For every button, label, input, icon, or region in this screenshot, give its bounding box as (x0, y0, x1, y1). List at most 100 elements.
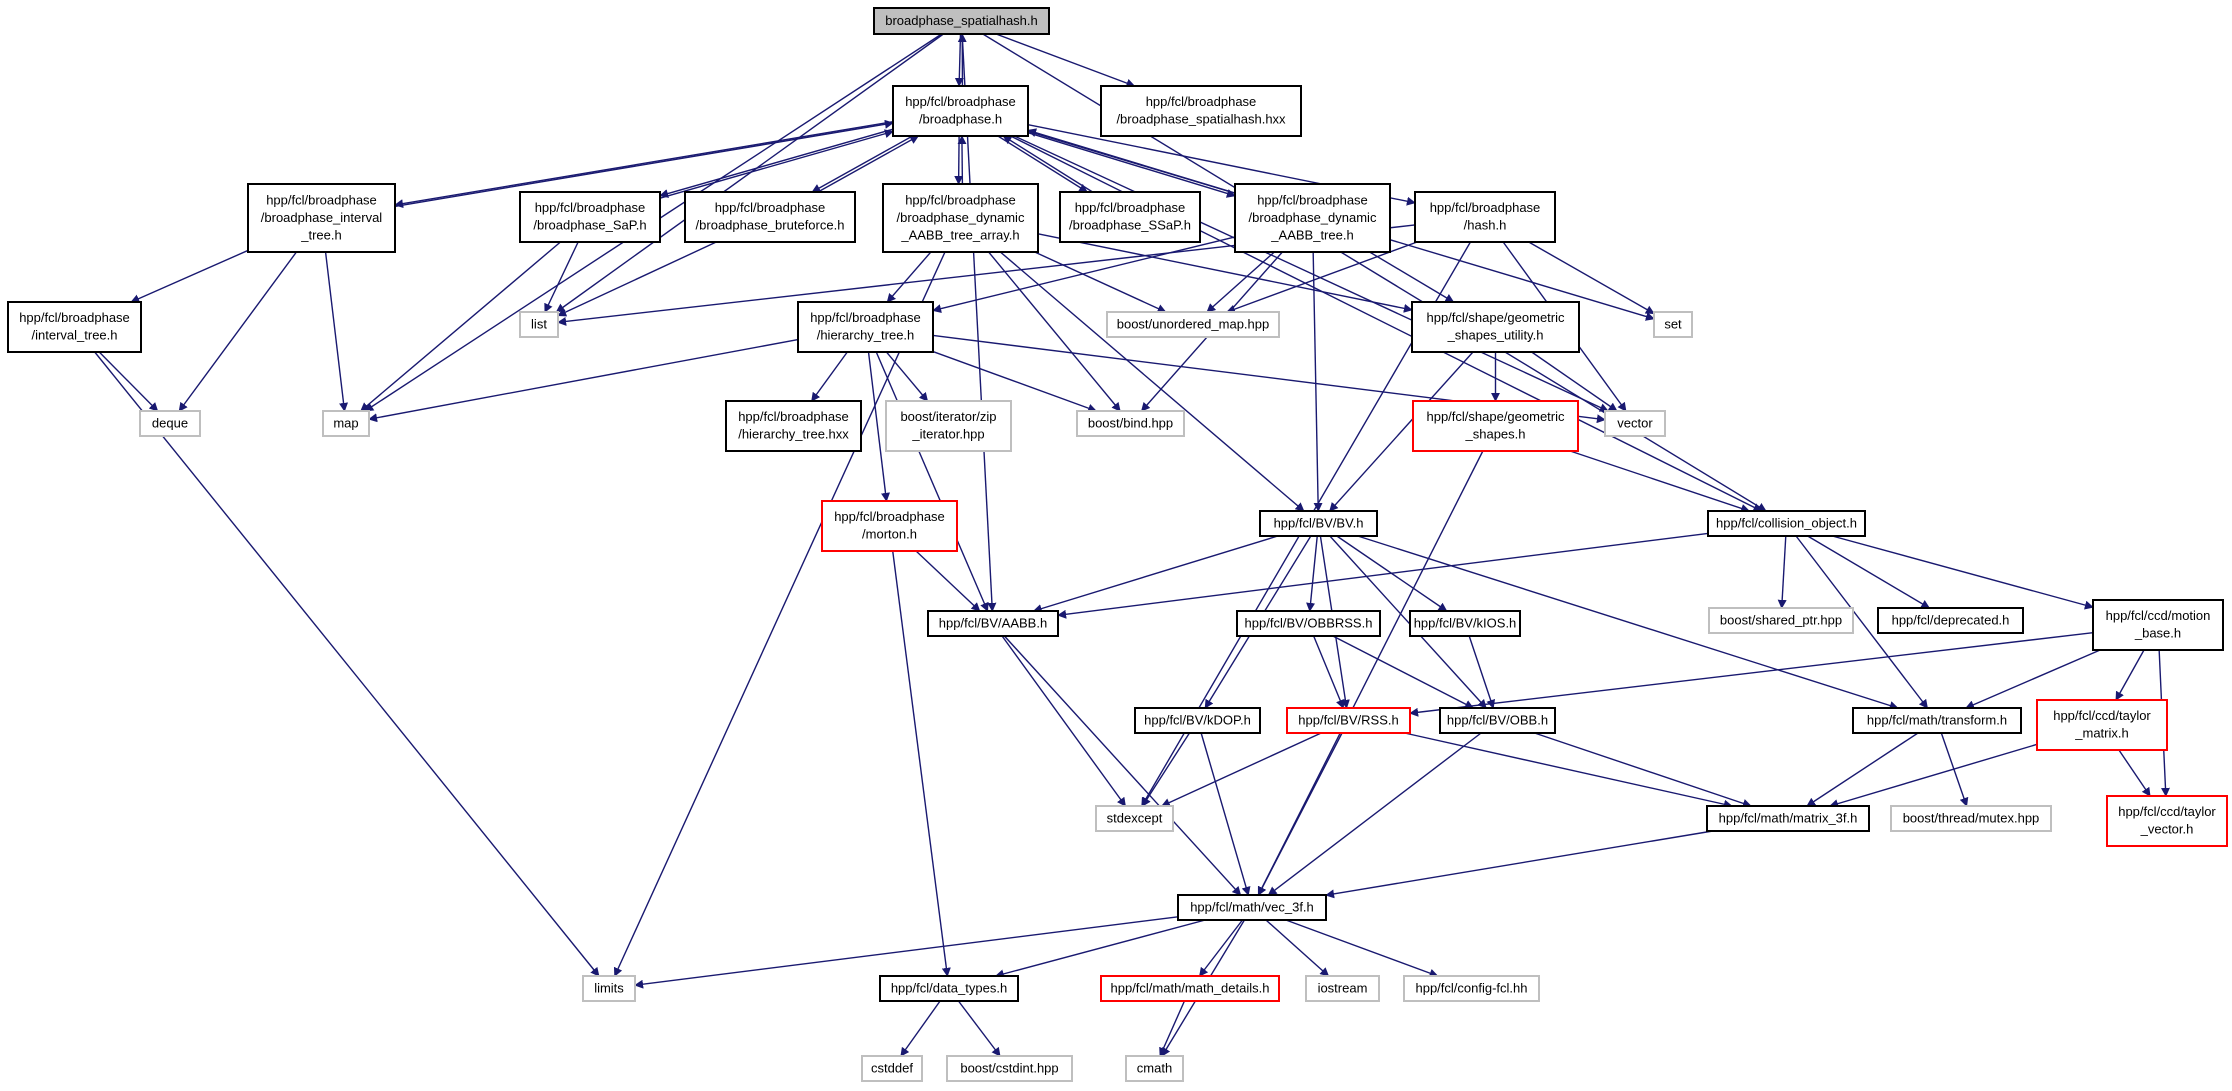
node-dyn-tree[interactable]: hpp/fcl/broadphase/broadphase_dynamic_AA… (1234, 183, 1391, 253)
edge-geo-shapes-to-collision-object (1569, 450, 1751, 513)
node-dyn-array[interactable]: hpp/fcl/broadphase/broadphase_dynamic_AA… (882, 183, 1039, 253)
node-kios[interactable]: hpp/fcl/BV/kIOS.h (1409, 610, 1521, 637)
node-stdexcept[interactable]: stdexcept (1095, 805, 1174, 832)
node-cstdint[interactable]: boost/cstdint.hpp (946, 1055, 1073, 1082)
node-box (1412, 400, 1579, 452)
node-obb[interactable]: hpp/fcl/BV/OBB.h (1439, 707, 1556, 734)
node-box (684, 191, 856, 243)
node-shared-ptr[interactable]: boost/shared_ptr.hpp (1708, 607, 1854, 634)
node-kdop[interactable]: hpp/fcl/BV/kDOP.h (1134, 707, 1261, 734)
node-label: cmath (1137, 1060, 1172, 1075)
node-label: hpp/fcl/math/math_details.h (1111, 980, 1270, 995)
node-box (1100, 975, 1280, 1002)
node-rss[interactable]: hpp/fcl/BV/RSS.h (1286, 707, 1411, 734)
node-interval-tree-bp[interactable]: hpp/fcl/broadphase/broadphase_interval_t… (247, 183, 396, 253)
edge-kdop-to-vec-3f (1200, 732, 1251, 896)
edge-dyn-array-to-bv-h (999, 251, 1305, 512)
node-label: map (333, 415, 358, 430)
node-box (1286, 707, 1411, 734)
node-mutex[interactable]: boost/thread/mutex.hpp (1890, 805, 2052, 832)
node-box (1604, 410, 1666, 437)
node-bv-h[interactable]: hpp/fcl/BV/BV.h (1259, 510, 1378, 537)
node-cstddef[interactable]: cstddef (861, 1055, 923, 1082)
edge-collision-object-to-deprecated (1807, 535, 1931, 609)
node-obbrss[interactable]: hpp/fcl/BV/OBBRSS.h (1236, 610, 1381, 637)
node-box (1305, 975, 1380, 1002)
node-deque[interactable]: deque (139, 410, 201, 437)
node-spatialhash-hxx[interactable]: hpp/fcl/broadphase/broadphase_spatialhas… (1100, 85, 1302, 137)
node-label: /broadphase_spatialhash.hxx (1116, 112, 1286, 127)
node-bruteforce[interactable]: hpp/fcl/broadphase/broadphase_bruteforce… (684, 191, 856, 243)
node-hierarchy-tree[interactable]: hpp/fcl/broadphase/hierarchy_tree.h (797, 301, 934, 353)
node-vector[interactable]: vector (1604, 410, 1666, 437)
edge-sap-to-broadphase-h (659, 129, 894, 199)
edge-broadphase-h-to-bruteforce (811, 135, 913, 193)
node-box (1125, 1055, 1184, 1082)
edge-rss-to-stdexcept (1160, 732, 1322, 807)
node-config[interactable]: hpp/fcl/config-fcl.hh (1403, 975, 1540, 1002)
node-hierarchy-hxx[interactable]: hpp/fcl/broadphase/hierarchy_tree.hxx (725, 400, 862, 452)
node-aabb[interactable]: hpp/fcl/BV/AABB.h (927, 610, 1059, 637)
node-bind[interactable]: boost/bind.hpp (1076, 410, 1185, 437)
node-sap[interactable]: hpp/fcl/broadphase/broadphase_SaP.h (519, 191, 661, 243)
node-math-details[interactable]: hpp/fcl/math/math_details.h (1100, 975, 1280, 1002)
node-geo-utility[interactable]: hpp/fcl/shape/geometric_shapes_utility.h (1411, 301, 1580, 353)
node-vec-3f[interactable]: hpp/fcl/math/vec_3f.h (1177, 894, 1327, 921)
node-hash-h[interactable]: hpp/fcl/broadphase/hash.h (1414, 191, 1556, 243)
edge-obb-to-vec-3f (1267, 732, 1482, 896)
node-set[interactable]: set (1653, 311, 1693, 338)
node-interval-tree[interactable]: hpp/fcl/broadphase/interval_tree.h (7, 301, 142, 353)
node-motion-base[interactable]: hpp/fcl/ccd/motion_base.h (2092, 599, 2224, 651)
node-label: hpp/fcl/BV/RSS.h (1298, 712, 1398, 727)
node-cmath[interactable]: cmath (1125, 1055, 1184, 1082)
node-label: hpp/fcl/BV/OBBRSS.h (1245, 615, 1373, 630)
node-label: _vector.h (2140, 822, 2194, 837)
edge-obbrss-to-rss (1313, 635, 1345, 709)
edge-dyn-array-to-limits (613, 251, 946, 977)
node-box (1852, 707, 2022, 734)
node-box (1059, 191, 1201, 243)
node-label: limits (594, 980, 624, 995)
node-label: hpp/fcl/BV/kDOP.h (1144, 712, 1251, 727)
node-limits[interactable]: limits (582, 975, 636, 1002)
node-geo-shapes[interactable]: hpp/fcl/shape/geometric_shapes.h (1412, 400, 1579, 452)
node-morton[interactable]: hpp/fcl/broadphase/morton.h (821, 500, 958, 552)
edge-sap-to-list (544, 241, 579, 313)
node-box (1106, 311, 1280, 338)
node-box (139, 410, 201, 437)
node-matrix-3f[interactable]: hpp/fcl/math/matrix_3f.h (1706, 805, 1870, 832)
edge-motion-base-to-rss (1409, 631, 2094, 717)
edge-collision-object-to-motion-base (1832, 535, 2094, 610)
node-label: _AABB_tree_array.h (900, 227, 1019, 242)
node-collision-object[interactable]: hpp/fcl/collision_object.h (1707, 510, 1866, 537)
node-deprecated[interactable]: hpp/fcl/deprecated.h (1877, 607, 2024, 634)
node-box (247, 183, 396, 253)
node-label: _tree.h (300, 227, 341, 242)
edge-dyn-tree-to-bv-h (1312, 251, 1323, 512)
node-label: iostream (1318, 980, 1368, 995)
node-label: boost/bind.hpp (1088, 415, 1173, 430)
node-list[interactable]: list (519, 311, 559, 338)
node-unordered-map[interactable]: boost/unordered_map.hpp (1106, 311, 1280, 338)
node-ssap[interactable]: hpp/fcl/broadphase/broadphase_SSaP.h (1059, 191, 1201, 243)
node-label: deque (152, 415, 188, 430)
edge-broadphase-h-to-vector (1014, 135, 1609, 412)
node-box (1890, 805, 2052, 832)
node-iostream[interactable]: iostream (1305, 975, 1380, 1002)
node-taylor-matrix[interactable]: hpp/fcl/ccd/taylor_matrix.h (2036, 699, 2168, 751)
node-broadphase-h[interactable]: hpp/fcl/broadphase/broadphase.h (892, 85, 1029, 137)
edge-broadphase-h-to-dyn-array (954, 135, 964, 185)
node-box (821, 500, 958, 552)
node-map[interactable]: map (322, 410, 370, 437)
node-box (1259, 510, 1378, 537)
node-root[interactable]: broadphase_spatialhash.h (873, 7, 1050, 35)
node-transform[interactable]: hpp/fcl/math/transform.h (1852, 707, 2022, 734)
nodes-layer: broadphase_spatialhash.h hpp/fcl/broadpha… (7, 7, 2228, 1082)
node-data-types[interactable]: hpp/fcl/data_types.h (879, 975, 1019, 1002)
node-taylor-vector[interactable]: hpp/fcl/ccd/taylor_vector.h (2106, 795, 2228, 847)
node-label: /hash.h (1464, 218, 1507, 233)
node-zip-iterator[interactable]: boost/iterator/zip_iterator.hpp (885, 400, 1012, 452)
edge-interval-tree-to-limits (94, 351, 600, 977)
edge-hash-h-to-set (1528, 241, 1655, 315)
